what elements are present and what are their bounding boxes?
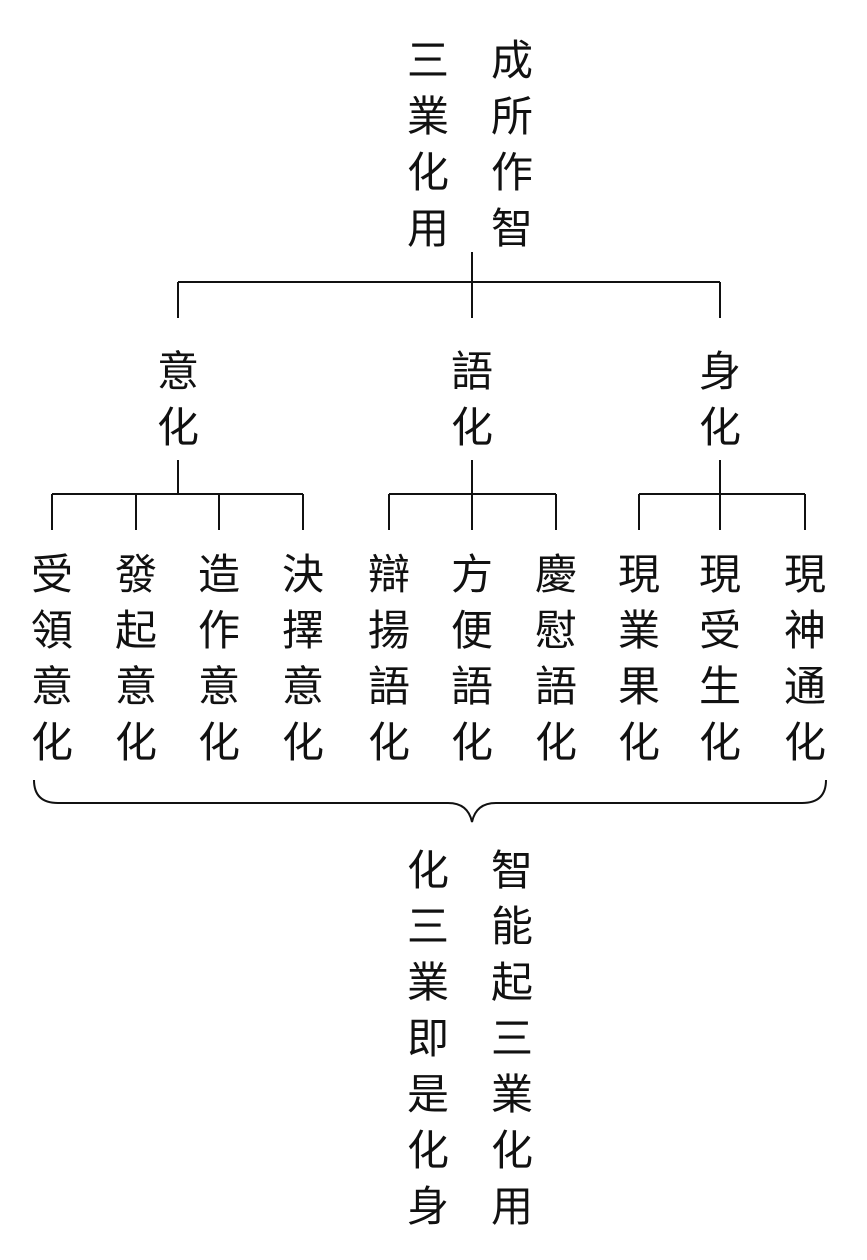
- leaf-qingwei-yuhua: 慶 慰 語 化: [534, 550, 577, 767]
- leaf-faqi-yihua: 發 起 意 化: [114, 550, 157, 767]
- leaf-fangbian-yuhua: 方 便 語 化: [450, 550, 493, 767]
- leaf-jueze-yihua: 決 擇 意 化: [281, 550, 324, 767]
- branch-yuhua-label: 語 化: [450, 347, 493, 452]
- branch-yihua-label: 意 化: [156, 347, 199, 452]
- leaf-bianyang-yuhua: 辯 揚 語 化: [367, 550, 410, 767]
- bottom-brace: [33, 779, 827, 823]
- leaf-shouling-yihua: 受 領 意 化: [30, 550, 73, 767]
- root-left-column: 三 業 化 用: [406, 36, 449, 253]
- leaf-xianshentong-hua: 現 神 通 化: [783, 550, 826, 767]
- leaf-xianshousheng-hua: 現 受 生 化: [698, 550, 741, 767]
- conclusion-right-column: 智 能 起 三 業 化 用: [490, 846, 533, 1231]
- conclusion-left-column: 化 三 業 即 是 化 身: [406, 846, 449, 1231]
- leaf-zaozuo-yihua: 造 作 意 化: [197, 550, 240, 767]
- root-right-column: 成 所 作 智: [490, 36, 533, 253]
- leaf-xianyeguo-hua: 現 業 果 化: [617, 550, 660, 767]
- branch-shenhua-label: 身 化: [698, 347, 741, 452]
